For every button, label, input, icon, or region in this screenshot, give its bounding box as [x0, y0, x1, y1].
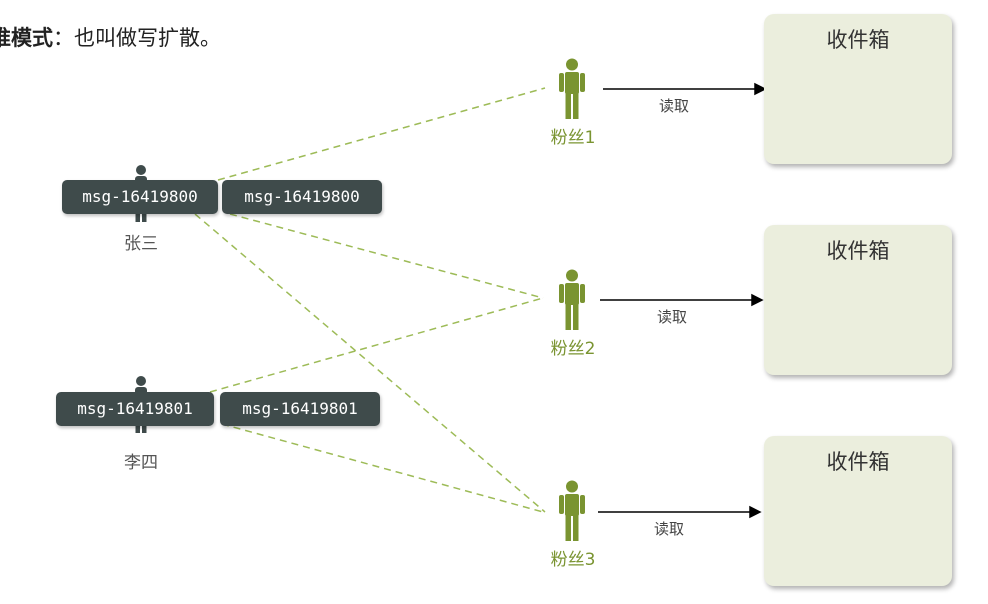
page-title: 推模式：也叫做写扩散。: [0, 22, 221, 52]
inbox-box: 收件箱: [764, 14, 952, 164]
title-bold: 推模式: [0, 26, 53, 50]
message-box: msg-16419801: [56, 392, 214, 426]
title-rest: ：也叫做写扩散。: [53, 26, 221, 50]
message-box: msg-16419800: [222, 180, 382, 214]
link-zhangsan-fan3: [194, 213, 546, 513]
link-zhangsan-fan2: [229, 213, 544, 299]
read-arrowhead-3: [749, 505, 762, 519]
inbox-box: 收件箱: [764, 225, 952, 375]
inbox-box: 收件箱: [764, 436, 952, 586]
inbox-title: 收件箱: [826, 239, 890, 263]
message-box: msg-16419800: [62, 180, 218, 214]
fan-label: 粉丝3: [550, 550, 596, 570]
read-arrowhead-2: [751, 293, 764, 307]
person-icon: [559, 480, 585, 541]
inbox-title: 收件箱: [826, 28, 890, 52]
read-arrowhead-1: [754, 82, 767, 96]
read-label: 读取: [658, 97, 689, 115]
fan-label: 粉丝2: [550, 339, 596, 359]
fan-label: 粉丝1: [550, 128, 596, 148]
person-icon: [559, 58, 585, 119]
publisher-name: 张三: [124, 234, 158, 254]
inbox-title: 收件箱: [826, 450, 890, 474]
read-label: 读取: [656, 308, 687, 326]
publisher-name: 李四: [124, 453, 158, 473]
message-box: msg-16419801: [220, 392, 380, 426]
link-lisi-fan2: [209, 297, 544, 393]
link-zhangsan-fan1: [217, 87, 546, 181]
link-lisi-fan3: [221, 423, 544, 513]
person-icon: [559, 269, 585, 330]
read-label: 读取: [653, 520, 684, 538]
